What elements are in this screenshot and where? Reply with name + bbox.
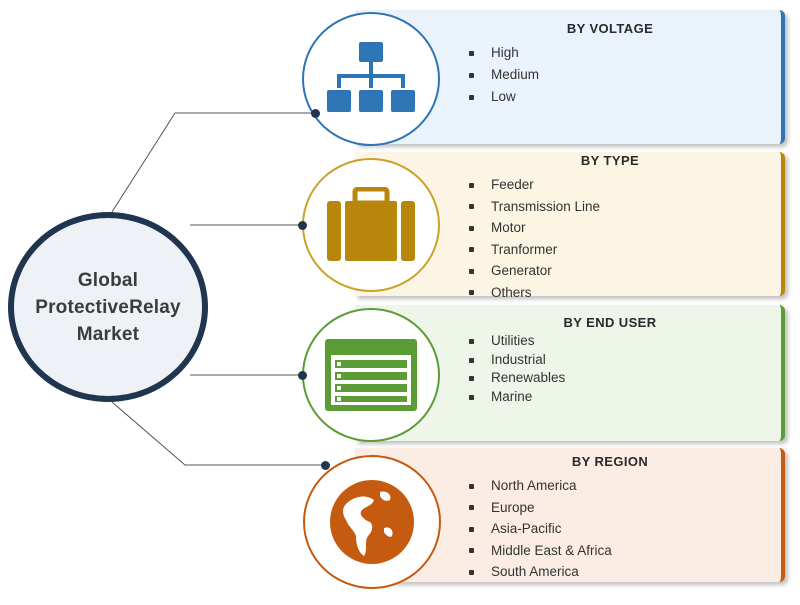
- connector-dot-type: [298, 221, 307, 230]
- list-item: Feeder: [467, 174, 600, 196]
- list-item: Tranformer: [467, 239, 600, 261]
- globe-icon: [330, 480, 414, 564]
- list-item: South America: [467, 561, 612, 583]
- list-item: Motor: [467, 217, 600, 239]
- list-item: Middle East & Africa: [467, 540, 612, 562]
- briefcase-icon: [327, 187, 415, 261]
- connector-dot-voltage: [311, 109, 320, 118]
- segment-title-region: BY REGION: [571, 454, 649, 469]
- list-item: Transmission Line: [467, 196, 600, 218]
- segment-list-region: North America Europe Asia-Pacific Middle…: [467, 475, 612, 583]
- icon-circle-voltage: [302, 12, 440, 146]
- connector-dot-region: [321, 461, 330, 470]
- icon-circle-end-user: [302, 308, 440, 442]
- icon-circle-region: [303, 455, 441, 589]
- connector-region: [111, 401, 325, 466]
- segment-title-voltage: BY VOLTAGE: [566, 21, 654, 36]
- list-item: Industrial: [467, 351, 565, 370]
- icon-circle-type: [302, 158, 440, 292]
- connector-voltage: [111, 112, 315, 213]
- list-item: Others: [467, 282, 600, 304]
- list-item: Generator: [467, 260, 600, 282]
- list-item: Europe: [467, 497, 612, 519]
- segment-list-end-user: Utilities Industrial Renewables Marine: [467, 332, 565, 406]
- list-item: Marine: [467, 388, 565, 407]
- list-item: Renewables: [467, 369, 565, 388]
- hub-title-line-1: Global: [77, 269, 139, 291]
- hierarchy-icon: [327, 42, 415, 112]
- list-item: Low: [467, 86, 539, 108]
- list-item: Utilities: [467, 332, 565, 351]
- hub-title-line-3: Market: [76, 323, 140, 345]
- list-item: Asia-Pacific: [467, 518, 612, 540]
- list-item: High: [467, 42, 539, 64]
- list-item: Medium: [467, 64, 539, 86]
- segment-list-type: Feeder Transmission Line Motor Tranforme…: [467, 174, 600, 303]
- hub-circle: Global ProtectiveRelay Market: [8, 212, 208, 402]
- segment-title-end-user: BY END USER: [563, 315, 657, 330]
- list-item: North America: [467, 475, 612, 497]
- hub-title-line-2: ProtectiveRelay: [35, 296, 181, 318]
- segment-list-voltage: High Medium Low: [467, 42, 539, 108]
- segment-title-type: BY TYPE: [580, 153, 640, 168]
- list-window-icon: [325, 339, 417, 411]
- connector-dot-end-user: [298, 371, 307, 380]
